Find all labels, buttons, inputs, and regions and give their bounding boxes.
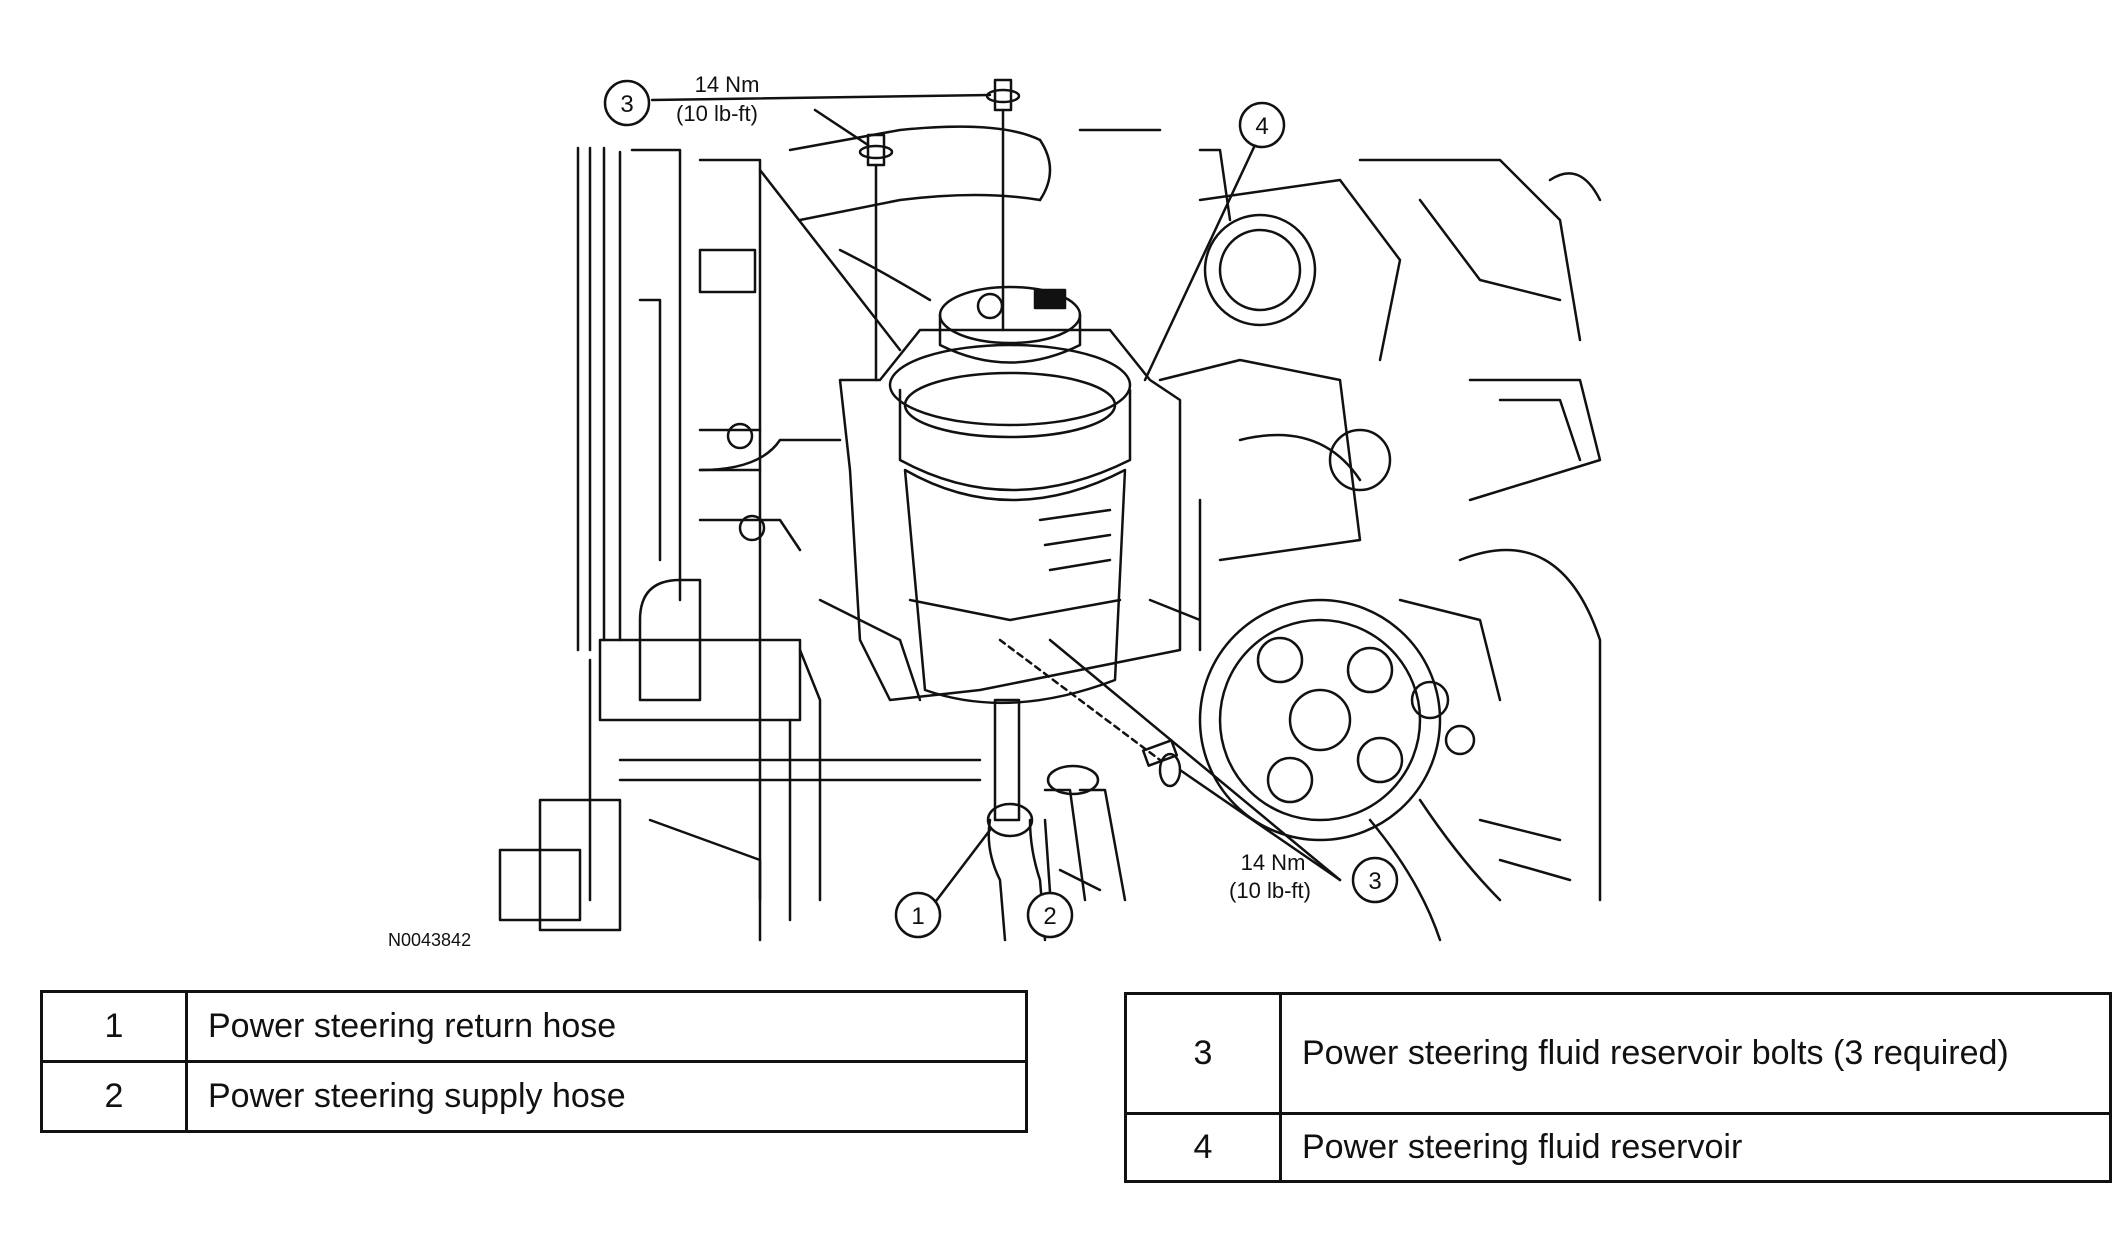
legend-number: 2 bbox=[40, 1060, 188, 1133]
legend-description: Power steering supply hose bbox=[185, 1060, 1028, 1133]
reservoir-bolts-drawing bbox=[858, 78, 1182, 788]
svg-text:3: 3 bbox=[1368, 868, 1381, 895]
legend-description: Power steering fluid reservoir bolts (3 … bbox=[1279, 992, 2112, 1115]
callout-1: 1 bbox=[894, 891, 942, 939]
radiator-support-drawing bbox=[498, 146, 982, 942]
callout-3-lower: 3 bbox=[1351, 856, 1399, 904]
engine-pulley-drawing bbox=[1148, 148, 1602, 942]
legend-table-right: 3 Power steering fluid reservoir bolts (… bbox=[1124, 992, 2112, 1183]
legend-row: 3 Power steering fluid reservoir bolts (… bbox=[1124, 992, 2112, 1115]
svg-text:4: 4 bbox=[1255, 113, 1268, 140]
fluid-reservoir-drawing bbox=[838, 285, 1182, 705]
legend-row: 4 Power steering fluid reservoir bbox=[1124, 1112, 2112, 1183]
legend-number: 3 bbox=[1124, 992, 1282, 1115]
torque-upper-nm: 14 Nm bbox=[695, 72, 760, 97]
legend-description: Power steering return hose bbox=[185, 990, 1028, 1063]
svg-text:2: 2 bbox=[1043, 903, 1056, 930]
torque-lower-nm: 14 Nm bbox=[1241, 850, 1306, 875]
engine-illustration: 14 Nm (10 lb-ft) 14 Nm (10 lb-ft) 3 4 3 … bbox=[388, 72, 1602, 950]
torque-upper-lbft: (10 lb-ft) bbox=[676, 101, 758, 126]
svg-text:1: 1 bbox=[911, 903, 924, 930]
legend-row: 1 Power steering return hose bbox=[40, 990, 1028, 1063]
upper-hose-drawing bbox=[758, 125, 1162, 352]
torque-lower-lbft: (10 lb-ft) bbox=[1229, 878, 1311, 903]
legend-table-left: 1 Power steering return hose 2 Power ste… bbox=[40, 990, 1028, 1133]
callout-4: 4 bbox=[1238, 101, 1286, 149]
callout-3-upper: 3 bbox=[603, 79, 651, 127]
legend-number: 4 bbox=[1124, 1112, 1282, 1183]
svg-text:3: 3 bbox=[620, 91, 633, 118]
legend-description: Power steering fluid reservoir bbox=[1279, 1112, 2112, 1183]
figure-id: N0043842 bbox=[388, 930, 471, 950]
callout-2: 2 bbox=[1026, 891, 1074, 939]
callout-leaders bbox=[650, 93, 1342, 907]
legend-number: 1 bbox=[40, 990, 188, 1063]
hoses-drawing bbox=[986, 698, 1127, 942]
legend-row: 2 Power steering supply hose bbox=[40, 1060, 1028, 1133]
